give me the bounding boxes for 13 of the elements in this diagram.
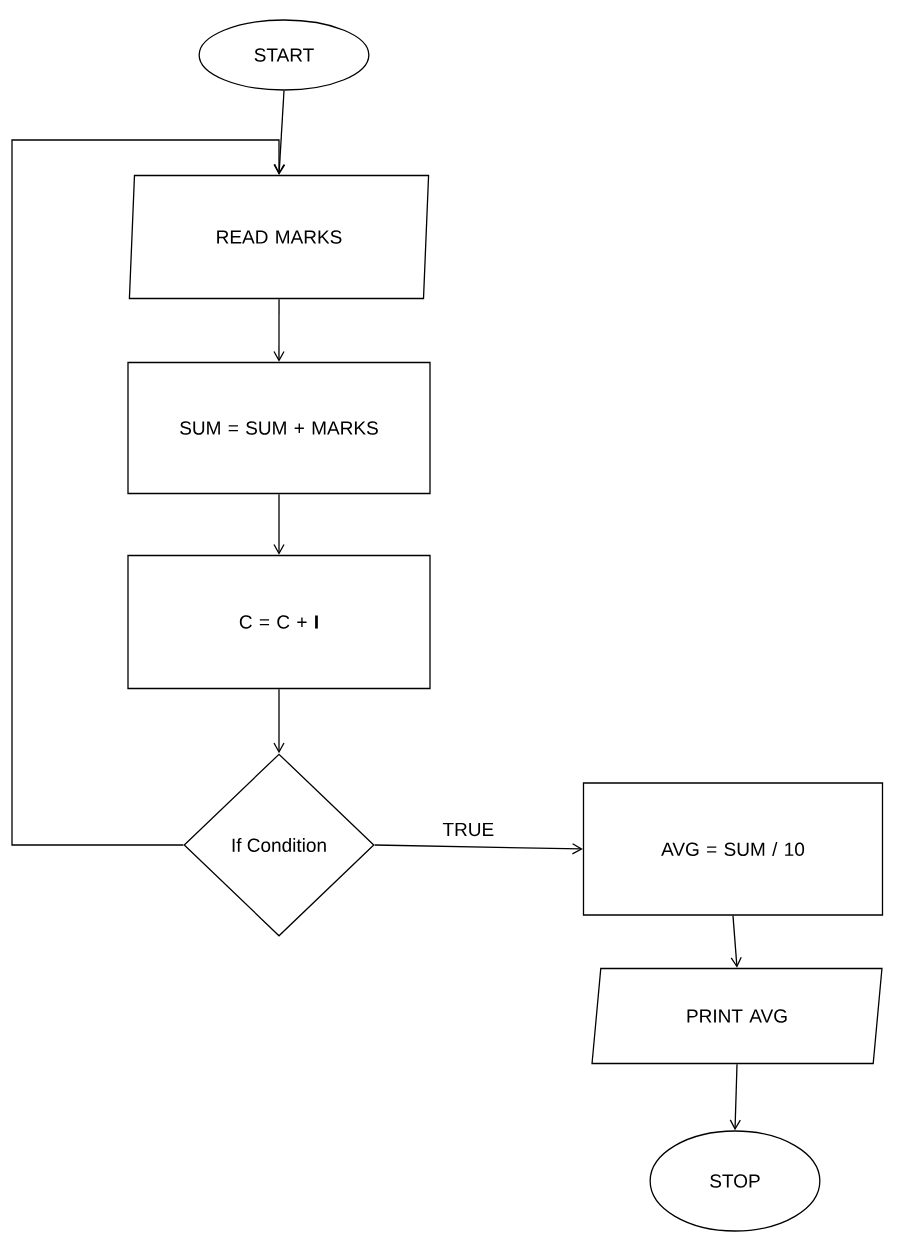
arrow [273,688,285,754]
process-box: C = C + I [127,554,431,690]
process-box: AVG = SUM / 10 [582,782,884,916]
arrow [729,1063,741,1131]
input-output-parallelogram: PRINT AVG [591,967,883,1065]
arrow [273,298,285,362]
arrow [273,493,285,555]
arrow [730,915,742,968]
arrow [374,843,583,855]
input-output-parallelogram: READ MARKS [128,174,430,300]
edge-label: TRUE [440,820,497,839]
arrow [11,139,285,846]
process-box: SUM = SUM + MARKS [127,361,431,495]
